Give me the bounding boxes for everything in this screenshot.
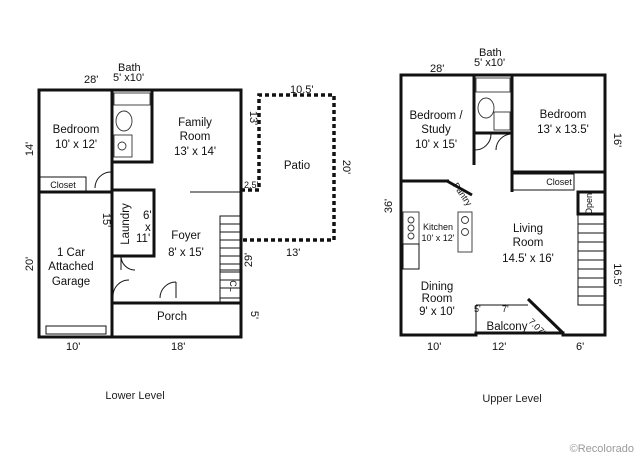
lower-laundry-wall — [110, 188, 156, 258]
patio-dim-left: 2.5' — [244, 180, 259, 190]
living-room-label-2: Room — [513, 237, 544, 249]
lower-level-caption: Lower Level — [105, 390, 164, 402]
living-room-label-1: Living — [513, 223, 543, 235]
lower-bath-label: Bath — [118, 62, 141, 74]
upper-stairs — [577, 214, 605, 306]
lower-dim-left-upper: 14' — [24, 142, 36, 156]
lower-level-plan — [37, 88, 336, 339]
lower-level-labels: Bath 5' x10' 28' 14' 20' 10' 18' 15' 13'… — [24, 62, 352, 402]
garage-door — [45, 325, 107, 335]
upper-bath-size: 5' x10' — [474, 57, 505, 69]
dining-room-label-2: Room — [422, 293, 453, 305]
upper-bedroom-size: 13' x 13.5' — [537, 124, 589, 136]
upper-bath-wall — [472, 73, 514, 135]
lower-bath-fixtures — [113, 92, 151, 158]
upper-level-plan — [399, 73, 607, 337]
lower-dim-bottom-left: 10' — [66, 341, 80, 353]
cl-label: CL — [228, 280, 238, 292]
upper-dim-right-upper: 16' — [611, 133, 623, 147]
upper-door-swings — [474, 133, 513, 151]
patio-dim-bottom: 13' — [286, 247, 300, 259]
lower-dim-left-lower: 20' — [24, 257, 36, 271]
lower-dim-foyer-side: 29' — [243, 253, 255, 267]
patio-outline — [241, 93, 336, 242]
laundry-dim-h: 11' — [136, 233, 150, 245]
lower-door-swings — [94, 171, 177, 299]
laundry-dim-x: x — [145, 222, 151, 234]
lower-bedroom-size: 10' x 12' — [55, 139, 97, 151]
kitchen-counters — [402, 211, 473, 270]
family-room-size: 13' x 14' — [174, 146, 216, 158]
upper-dim-bottom-mid: 12' — [492, 341, 506, 353]
upper-bath-label: Bath — [479, 47, 502, 59]
dining-room-size: 9' x 10' — [419, 306, 455, 318]
open-label: Open — [584, 193, 594, 215]
patio-dim-top: 10.5' — [290, 84, 314, 96]
patio-dim-right: 20' — [340, 160, 352, 174]
upper-bath-fixtures — [475, 77, 511, 131]
lower-closet-box — [39, 176, 87, 192]
balcony-dim-5: 5' — [474, 304, 481, 314]
patio-label: Patio — [284, 160, 310, 172]
garage-label-2: Attached — [48, 261, 93, 273]
living-room-size: 14.5' x 16' — [502, 253, 554, 265]
garage-label-3: Garage — [52, 276, 90, 288]
lower-closet-label: Closet — [50, 180, 76, 190]
pantry-wall — [446, 179, 473, 197]
lower-dim-porch-side: 5' — [248, 311, 260, 319]
lower-bedroom-label: Bedroom — [53, 124, 100, 136]
laundry-dim-w: 6' — [143, 210, 152, 222]
family-room-label-1: Family — [178, 117, 212, 129]
lower-dim-bottom-right: 18' — [171, 341, 185, 353]
porch-label: Porch — [157, 311, 187, 323]
upper-dim-left: 36' — [383, 199, 395, 213]
lower-stairs — [219, 215, 241, 299]
lower-dim-top-left: 28' — [84, 74, 98, 86]
bedroom-study-label-2: Study — [421, 124, 451, 136]
upper-level-caption: Upper Level — [482, 393, 541, 405]
family-room-label-2: Room — [180, 131, 211, 143]
balcony-dim-7: 7' — [502, 304, 509, 314]
bedroom-study-size: 10' x 15' — [415, 139, 457, 151]
foyer-size: 8' x 15' — [168, 247, 204, 259]
foyer-label: Foyer — [171, 230, 201, 242]
watermark: ©Recolorado — [570, 443, 634, 455]
upper-dim-top-left: 28' — [430, 63, 444, 75]
bedroom-study-label-1: Bedroom / — [409, 110, 463, 122]
lower-dim-laundry-width: 15' — [100, 213, 112, 227]
lower-bath-size: 5' x10' — [113, 72, 144, 84]
laundry-label: Laundry — [120, 203, 132, 245]
upper-dim-bottom-right: 6' — [576, 341, 584, 353]
kitchen-label: Kitchen — [423, 222, 453, 232]
upper-dim-bottom-left: 10' — [427, 341, 441, 353]
balcony-label: Balcony — [487, 321, 528, 333]
balcony — [475, 297, 565, 335]
upper-closet-label: Closet — [546, 177, 572, 187]
upper-closet-box — [511, 173, 575, 191]
upper-dim-right-lower: 16.5' — [611, 263, 623, 287]
open-to-below — [576, 190, 607, 216]
upper-bedroom-label: Bedroom — [540, 109, 587, 121]
dining-room-label-1: Dining — [421, 281, 454, 293]
upper-level-labels: Bath 5' x10' 28' 36' 16' 16.5' 10' 12' 6… — [383, 47, 623, 405]
garage-label-1: 1 Car — [57, 247, 85, 259]
lower-dim-family-side: 13' — [247, 111, 259, 125]
kitchen-size: 10' x 12' — [422, 233, 455, 243]
